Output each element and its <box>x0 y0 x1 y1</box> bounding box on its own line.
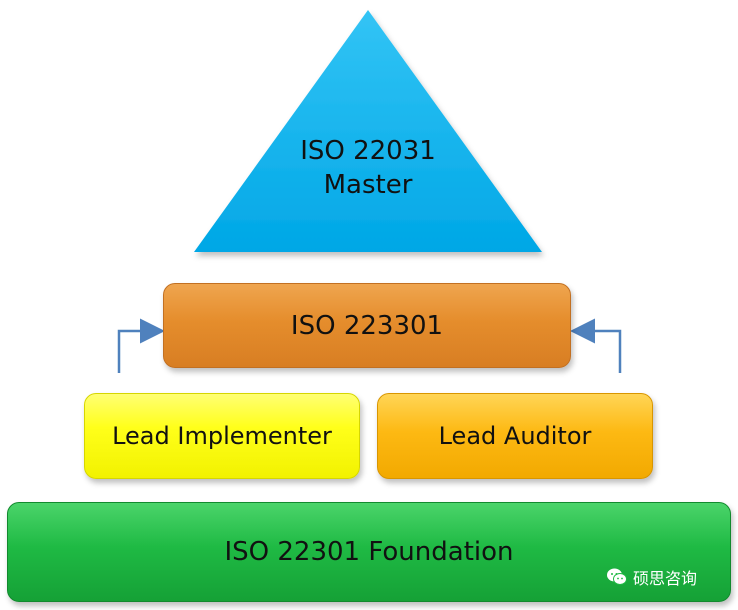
iso223301-box: ISO 223301 <box>163 283 571 368</box>
master-label: ISO 22031 Master <box>195 128 541 208</box>
lead-auditor-box: Lead Auditor <box>377 393 653 479</box>
foundation-label: ISO 22301 Foundation <box>224 537 514 567</box>
lead-auditor-label: Lead Auditor <box>438 422 592 450</box>
master-triangle <box>194 10 542 252</box>
watermark-text: 硕思咨询 <box>633 569 698 588</box>
wechat-icon <box>607 568 627 585</box>
left-arrow <box>117 318 165 373</box>
iso223301-label: ISO 223301 <box>290 310 444 341</box>
lead-implementer-box: Lead Implementer <box>84 393 360 479</box>
right-arrow <box>570 318 622 373</box>
lead-implementer-label: Lead Implementer <box>112 422 332 450</box>
watermark: 硕思咨询 <box>606 564 734 590</box>
foundation-box: ISO 22301 Foundation <box>7 502 731 602</box>
master-label-line2: Master <box>323 170 413 200</box>
master-label-line1: ISO 22031 <box>300 136 436 166</box>
